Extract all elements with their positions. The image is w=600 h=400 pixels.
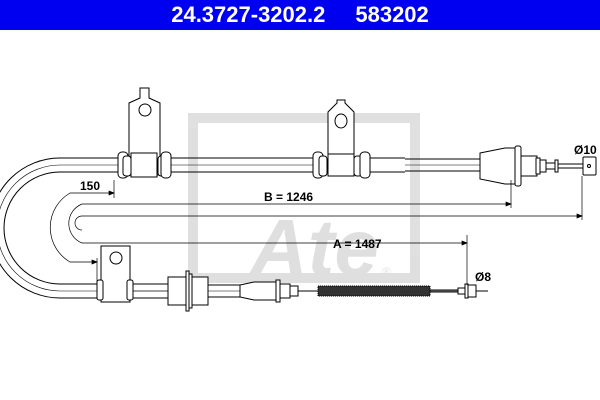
top-end-fitting <box>479 145 597 187</box>
mounting-bracket-3 <box>96 245 134 303</box>
dimension-length-b: B = 1246 <box>264 190 313 204</box>
cable-grommet <box>167 270 209 312</box>
bottom-end-fitting <box>239 279 488 303</box>
reference-number: 583202 <box>355 2 429 27</box>
title-bar: 24.3727-3202.2 583202 <box>0 0 600 30</box>
dimension-length-a: A = 1487 <box>333 237 382 251</box>
mounting-bracket-2 <box>312 99 371 179</box>
ate-watermark: Ate ® <box>188 113 420 292</box>
dimension-diameter-top: Ø10 <box>574 143 597 157</box>
svg-text:Ate: Ate <box>248 203 379 292</box>
dimension-bend-offset: 150 <box>80 179 100 193</box>
svg-text:®: ® <box>382 265 391 279</box>
mounting-bracket-1 <box>117 87 172 179</box>
dimension-diameter-bottom: Ø8 <box>475 270 491 284</box>
part-number: 24.3727-3202.2 <box>171 2 326 27</box>
